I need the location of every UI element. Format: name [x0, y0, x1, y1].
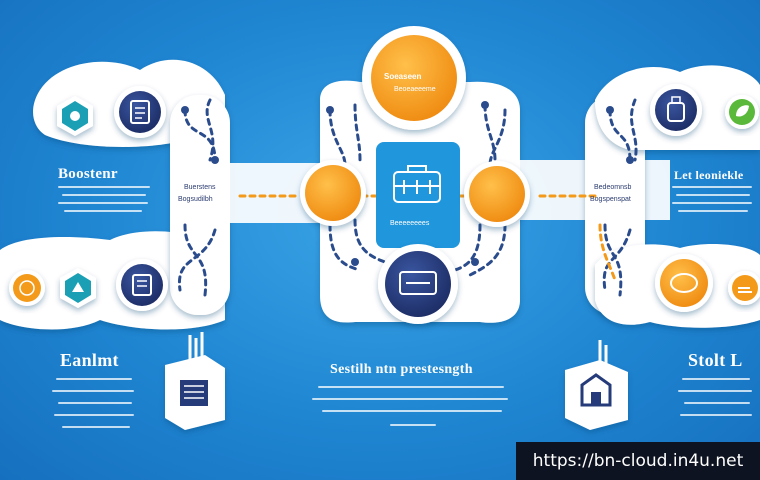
left-top-heading: Boostenr	[58, 166, 118, 182]
right-connector-label-1: Bedeomnsb	[594, 184, 632, 191]
top-circle-sub: Beoeaeeeme	[394, 86, 436, 93]
hand-icon	[60, 268, 96, 308]
center-card-caption: Beeeeeeees	[390, 220, 430, 227]
connector-dots	[181, 101, 634, 266]
server-icon	[165, 332, 225, 430]
right-mid-orange-node	[464, 161, 530, 227]
right-disc-icon	[655, 254, 713, 312]
bottle-icon	[650, 84, 702, 136]
briefcase-icon	[393, 165, 441, 203]
center-bottom-node	[378, 244, 458, 324]
center-bottom-heading: Sestilh ntn prestesngth	[330, 362, 473, 377]
right-bottom-heading: Stolt L	[688, 350, 743, 370]
leaf-icon	[725, 95, 759, 129]
left-horizontal-bar	[170, 163, 320, 223]
dashed-connectors	[177, 98, 638, 297]
left-mid-orange-node	[300, 160, 366, 226]
left-connector-label-2: Bogsudilbh	[178, 196, 213, 203]
left-connector-label-1: Buerstens	[184, 184, 216, 191]
cloud-icon	[728, 271, 760, 305]
orange-disc-icon	[371, 35, 457, 121]
document-icon	[114, 86, 166, 138]
right-connector-label-2: Bogspenspat	[590, 196, 631, 203]
top-circle-title: Soeaseen	[384, 72, 422, 81]
left-bottom-panel	[0, 231, 225, 330]
watermark-url: https://bn-cloud.in4u.net	[516, 442, 760, 480]
center-card	[376, 142, 460, 248]
right-top-heading: Let leoniekle	[674, 168, 744, 182]
top-circle-node	[362, 26, 466, 130]
globe-icon	[9, 270, 45, 306]
house-icon	[565, 340, 628, 430]
teal-hexagon-icon	[57, 96, 93, 136]
book-icon	[116, 259, 168, 311]
screen-icon	[399, 271, 437, 295]
left-bottom-heading: Eanlmt	[60, 350, 119, 370]
